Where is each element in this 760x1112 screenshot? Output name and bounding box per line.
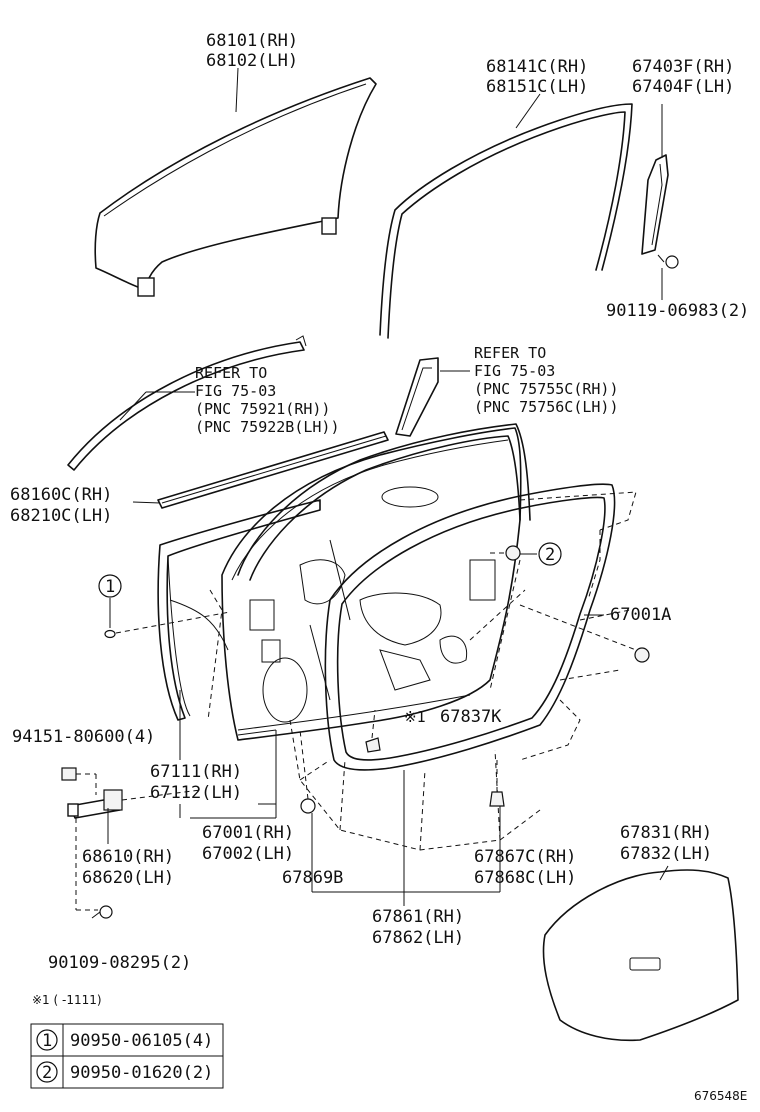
label-check-rh: 68610(RH) — [82, 847, 174, 867]
fastener-drawing — [299, 729, 316, 814]
label-refer-right-1: REFER TO — [474, 344, 546, 362]
legend-row-2-num: 2 — [42, 1063, 52, 1083]
part-67837k-drawing — [365, 709, 381, 753]
circle1-hole-drawing — [104, 611, 231, 639]
label-note-part: 67837K — [440, 707, 502, 727]
label-glass-lh: 68102(LH) — [206, 51, 298, 71]
label-footnote: ※1 ( -1111) — [32, 993, 102, 1007]
label-panel-lh: 67112(LH) — [150, 783, 242, 803]
corner-cover-drawing — [395, 357, 439, 437]
label-note-mark: ※1 — [404, 708, 426, 726]
weatherstrip-drawing — [157, 431, 389, 509]
label-clip-rh: 67867C(RH) — [474, 847, 576, 867]
leader-lines — [107, 67, 669, 906]
label-screw: 90119-06983(2) — [606, 301, 749, 321]
frame-drawing — [641, 154, 679, 269]
label-refer-right-3: (PNC 75755C(RH)) — [474, 380, 619, 398]
label-weather-lh: 68210C(LH) — [10, 506, 112, 526]
legend-row-2-part: 90950-01620(2) — [70, 1063, 213, 1083]
label-seal-rh: 67861(RH) — [372, 907, 464, 927]
clip-67867c-drawing — [489, 760, 505, 807]
label-clip: 67001A — [610, 605, 671, 625]
label-door-rh: 67001(RH) — [202, 823, 294, 843]
label-run-lh: 68151C(LH) — [486, 77, 588, 97]
label-run-rh: 68141C(RH) — [486, 57, 588, 77]
callout-circle-2: 2 — [538, 542, 562, 566]
clip-drawings — [490, 545, 650, 663]
label-diagram-id: 676548E — [694, 1089, 747, 1103]
door-outer-panel-drawing — [157, 499, 321, 721]
legend-row-1-num: 1 — [42, 1031, 52, 1051]
label-clip-lh: 67868C(LH) — [474, 868, 576, 888]
label-seal-lh: 67862(LH) — [372, 928, 464, 948]
label-cover-lh: 67832(LH) — [620, 844, 712, 864]
glass-run-drawing — [379, 103, 633, 339]
label-refer-left-2: FIG 75-03 — [195, 382, 276, 400]
label-door-lh: 67002(LH) — [202, 844, 294, 864]
label-glass-rh: 68101(RH) — [206, 31, 298, 51]
legend-row-1: 1 90950-06105(4) — [36, 1029, 213, 1051]
label-bolt2: 90109-08295(2) — [48, 953, 191, 973]
label-bolt: 94151-80600(4) — [12, 727, 155, 747]
hole-cover-drawing — [542, 869, 739, 1042]
door-inner-panel-drawing — [221, 427, 522, 741]
label-frame-rh: 67403F(RH) — [632, 57, 734, 77]
legend-row-2: 2 90950-01620(2) — [36, 1061, 213, 1083]
bolt-94151-drawing — [61, 767, 97, 795]
label-check-lh: 68620(LH) — [82, 868, 174, 888]
legend-row-1-part: 90950-06105(4) — [70, 1031, 213, 1051]
label-fastener: 67869B — [282, 868, 343, 888]
door-sash-drawing — [237, 423, 531, 581]
label-refer-left-3: (PNC 75921(RH)) — [195, 400, 330, 418]
label-refer-right-4: (PNC 75756C(LH)) — [474, 398, 619, 416]
label-frame-lh: 67404F(LH) — [632, 77, 734, 97]
label-refer-left-4: (PNC 75922B(LH)) — [195, 418, 340, 436]
callout-circle-1: 1 — [98, 574, 122, 598]
door-glass-drawing — [94, 77, 377, 297]
door-check-drawing — [67, 789, 201, 911]
label-refer-right-2: FIG 75-03 — [474, 362, 555, 380]
label-cover-rh: 67831(RH) — [620, 823, 712, 843]
bolt-90109-drawing — [91, 905, 113, 919]
label-panel-rh: 67111(RH) — [150, 762, 242, 782]
callout-circle-1-text: 1 — [105, 577, 115, 597]
door-seal-drawing — [324, 483, 616, 771]
callout-circle-2-text: 2 — [545, 545, 555, 565]
legend-table: 1 90950-06105(4) 2 90950-01620(2) — [30, 1023, 224, 1089]
hidden-lines — [207, 491, 637, 851]
label-weather-rh: 68160C(RH) — [10, 485, 112, 505]
label-refer-left-1: REFER TO — [195, 364, 267, 382]
